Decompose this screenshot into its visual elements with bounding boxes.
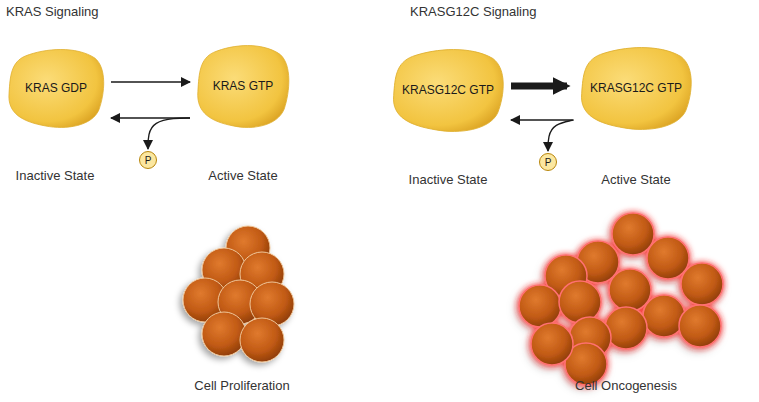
reaction-arrow bbox=[511, 119, 573, 120]
outcome-label: Cell Oncogenesis bbox=[575, 378, 677, 393]
phosphate-label: P bbox=[145, 155, 152, 166]
panel-heading: KRASG12C Signaling bbox=[410, 4, 536, 19]
outcome-label: Cell Proliferation bbox=[194, 378, 289, 393]
reaction-arrow bbox=[111, 81, 190, 82]
protein-label: KRASG12C GTP bbox=[402, 83, 494, 97]
phosphate-label: P bbox=[545, 157, 552, 168]
protein-blob: KRAS GDP bbox=[5, 48, 107, 128]
state-label: Active State bbox=[208, 168, 277, 183]
reaction-arrow bbox=[511, 83, 567, 90]
normal-cell-cluster bbox=[183, 226, 294, 362]
blob-shape bbox=[9, 50, 104, 128]
phosphate-circle: P bbox=[539, 153, 557, 171]
phosphate-release-arrow bbox=[548, 120, 573, 151]
state-label: Inactive State bbox=[16, 168, 95, 183]
protein-blob: KRASG12C GTP bbox=[577, 46, 695, 130]
phosphate-release-arrow bbox=[148, 118, 190, 149]
oncogenic-cell-cluster bbox=[519, 213, 723, 385]
state-label: Active State bbox=[601, 172, 670, 187]
protein-label: KRAS GTP bbox=[213, 79, 274, 93]
blob-shape bbox=[198, 46, 289, 128]
protein-blob: KRASG12C GTP bbox=[389, 48, 507, 132]
protein-label: KRASG12C GTP bbox=[590, 81, 682, 95]
blob-shape bbox=[582, 48, 692, 130]
protein-label: KRAS GDP bbox=[25, 81, 87, 95]
phosphate-circle: P bbox=[139, 151, 157, 169]
panel-heading: KRAS Signaling bbox=[6, 4, 99, 19]
protein-blob: KRAS GTP bbox=[194, 44, 292, 128]
blob-shape bbox=[394, 50, 504, 132]
state-label: Inactive State bbox=[409, 172, 488, 187]
